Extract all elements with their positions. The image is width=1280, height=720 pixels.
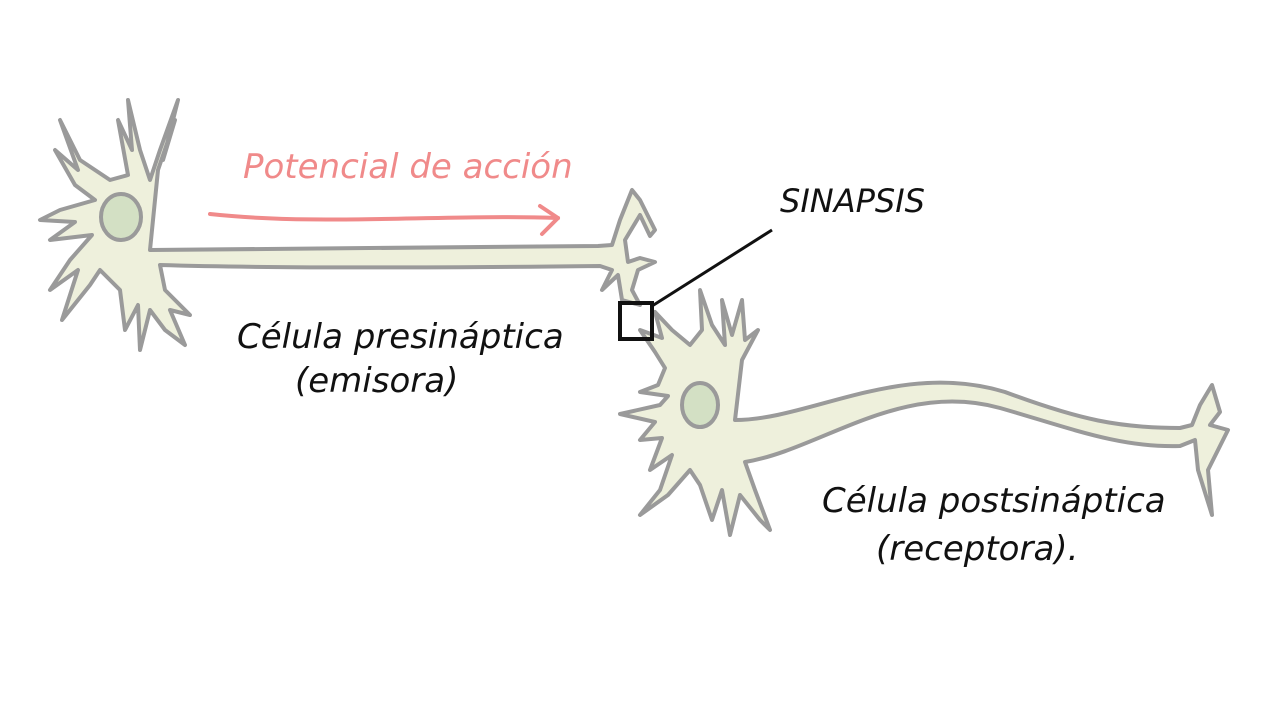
postsynaptic-neuron [618, 288, 1230, 537]
action-potential-arrow [208, 204, 560, 236]
postsynaptic-label-line1: Célula postsináptica [822, 481, 1166, 521]
synapse-pointer-line [651, 228, 773, 308]
action-potential-arrow-shaft [208, 212, 560, 222]
presynaptic-label-line1: Célula presináptica [237, 317, 564, 357]
synapse-box [618, 301, 654, 341]
postsynaptic-neuron-body [618, 288, 1230, 537]
postsynaptic-nucleus [680, 381, 720, 429]
presynaptic-neuron-body [38, 98, 657, 352]
synapse-label: SINAPSIS [780, 182, 925, 220]
presynaptic-label-line2: (emisora) [295, 361, 458, 401]
presynaptic-neuron [38, 98, 657, 352]
action-potential-label: Potencial de acción [243, 147, 573, 187]
action-potential-arrowhead [538, 204, 560, 236]
presynaptic-nucleus [99, 192, 143, 242]
synapse-marker [618, 228, 773, 341]
postsynaptic-label-line2: (receptora). [876, 529, 1078, 569]
